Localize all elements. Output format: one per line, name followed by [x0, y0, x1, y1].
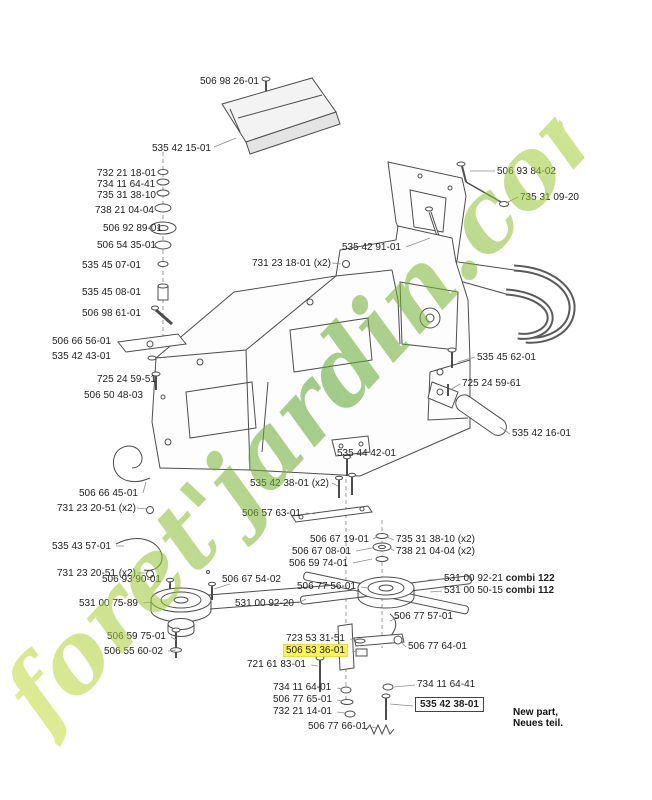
part-number-label: 535 45 62-01 [477, 352, 536, 363]
part-number-label: 535 45 08-01 [82, 287, 141, 298]
left-fastener-stack [149, 169, 177, 326]
blade-assembly [299, 571, 473, 615]
part-number-label: 535 42 91-01 [342, 242, 401, 253]
part-number-label: 738 21 04-04 [95, 205, 154, 216]
part-number-label: 506 67 08-01 [292, 546, 351, 557]
part-number-label: 734 11 64-01 [273, 682, 332, 693]
part-number-label: 506 66 45-01 [79, 488, 138, 499]
engine-pulley [150, 587, 212, 637]
part-number-label: 506 93 90-01 [102, 574, 161, 585]
part-number-label: 531 00 92-21 combi 122 [444, 573, 555, 584]
part-number-label: 535 42 16-01 [512, 428, 571, 439]
part-number-label: 506 59 75-01 [107, 631, 166, 642]
part-number-label: 735 31 38-10 (x2) [396, 534, 475, 545]
part-number-label: 506 57 63-01 [242, 508, 301, 519]
part-number-label: 506 98 61-01 [82, 308, 141, 319]
part-number-label-highlighted[interactable]: 506 53 36-01 [283, 644, 348, 657]
new-part-note-line1: New part, [513, 707, 559, 718]
part-number-label-boxed: 535 42 38-01 [415, 697, 484, 712]
part-number-label: 506 59 74-01 [289, 558, 348, 569]
part-number-label: 735 31 09-20 [520, 192, 579, 203]
part-number-label: 506 77 65-01 [273, 694, 332, 705]
part-number-label: 535 42 15-01 [152, 143, 211, 154]
handlebar-tubes [455, 261, 576, 344]
part-number-label: 506 50 48-03 [84, 390, 143, 401]
part-number-label: 535 42 38-01 (x2) [250, 478, 329, 489]
part-number-label: 535 45 07-01 [82, 260, 141, 271]
part-number-label: 734 11 64-41 [417, 679, 476, 690]
part-number-label: 506 67 19-01 [310, 534, 369, 545]
part-number-label: 506 93 84-02 [497, 166, 556, 177]
part-number-label: 732 21 18-01 [97, 168, 156, 179]
chassis-drawing [112, 76, 576, 736]
part-number-label: 535 43 57-01 [52, 541, 111, 552]
part-number-label: 506 66 56-01 [52, 336, 111, 347]
part-number-label: 531 00 50-15 combi 112 [444, 585, 555, 596]
part-number-label: 731 23 20-51 (x2) [57, 568, 136, 579]
part-number-label: 738 21 04-04 (x2) [396, 546, 475, 557]
part-number-label: 731 23 18-01 (x2) [252, 258, 331, 269]
part-number-label: 535 42 43-01 [52, 351, 111, 362]
part-number-label: 506 98 26-01 [200, 76, 259, 87]
part-number-label: 506 77 56-01 [297, 581, 356, 592]
part-number-label: 506 77 57-01 [394, 611, 453, 622]
part-number-label: 734 11 64-41 [97, 179, 156, 190]
part-number-label: 506 77 64-01 [408, 641, 467, 652]
part-number-label: 531 00 75-89 [79, 598, 138, 609]
part-number-label: 721 61 83-01 [247, 659, 306, 670]
part-number-label: 506 77 66-01 [308, 721, 367, 732]
part-number-label: 506 92 89-01 [103, 223, 162, 234]
part-number-label: 506 55 60-02 [104, 646, 163, 657]
part-number-label: 723 53 31-51 [286, 633, 345, 644]
part-number-label: 531 00 92-20 [235, 598, 294, 609]
part-number-label: 735 31 38-10 [97, 190, 156, 201]
part-number-label: 535 44 42-01 [337, 448, 396, 459]
part-number-label: 506 67 54-02 [222, 574, 281, 585]
part-number-label: 506 54 35-01 [97, 240, 156, 251]
leader-lines [116, 137, 519, 729]
part-number-label: 725 24 59-61 [462, 378, 521, 389]
new-part-note: New part, Neues teil. [513, 707, 563, 729]
new-part-note-line2: Neues teil. [513, 718, 564, 729]
part-number-label: 731 23 20-51 (x2) [57, 503, 136, 514]
part-number-label: 725 24 59-51 [97, 374, 156, 385]
part-number-label: 732 21 14-01 [273, 706, 332, 717]
